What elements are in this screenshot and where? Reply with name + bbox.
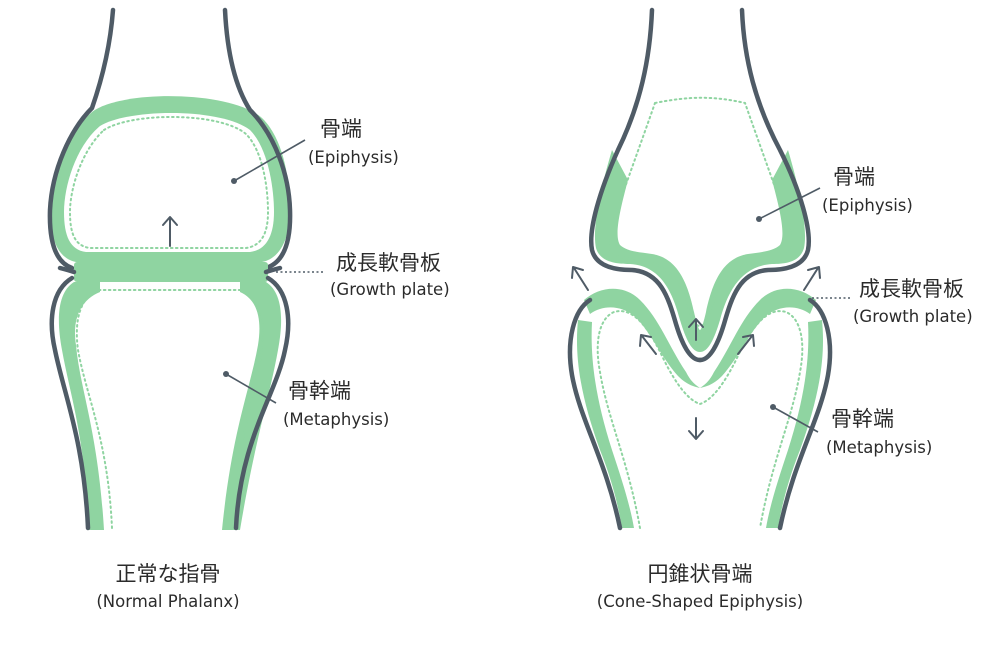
left-upper-outline-right — [222, 7, 293, 271]
right-arrow-diag-left — [639, 334, 657, 355]
left-epiphysis-leader — [233, 139, 306, 182]
left-growth-plate-label-jp: 成長軟骨板 — [336, 251, 441, 275]
right-growth-plate-label-en: (Growth plate) — [853, 307, 973, 326]
left-growth-plate-label-en: (Growth plate) — [330, 280, 450, 299]
right-upper-outline-left — [589, 7, 703, 363]
left-epiphysis-label-jp: 骨端 — [320, 117, 362, 141]
left-joint-notch-left — [57, 265, 77, 275]
right-lower-outline-right — [777, 297, 833, 531]
right-epiphysis-label-jp: 骨端 — [833, 165, 875, 189]
right-metaphysis-leader — [772, 406, 819, 433]
normal-phalanx: 骨端 (Epiphysis) 成長軟骨板 (Growth plate) 骨幹端 … — [47, 7, 450, 611]
right-metaphysis-label-jp: 骨幹端 — [831, 407, 894, 431]
right-upper-cartilage — [594, 150, 806, 352]
left-lower-outline-left — [49, 275, 91, 531]
cone-shaped-epiphysis: 骨端 (Epiphysis) 成長軟骨板 (Growth plate) 骨幹端 … — [567, 7, 973, 611]
left-metaphysis-cartilage-left — [58, 282, 104, 530]
left-epiphysis-dotted — [68, 115, 270, 249]
right-growth-plate-left — [584, 288, 700, 388]
right-metaphysis-cartilage-right — [766, 320, 824, 528]
left-growth-arrow-up — [162, 216, 178, 247]
left-joint-notch-right — [263, 265, 283, 275]
right-caption-jp: 円錐状骨端 — [648, 562, 753, 586]
right-lower-outline-left — [567, 297, 623, 531]
right-epiphysis-label-en: (Epiphysis) — [822, 196, 913, 215]
left-metaphysis-cartilage-right — [222, 282, 282, 530]
right-arrow-down-center — [688, 417, 704, 440]
left-caption-jp: 正常な指骨 — [116, 562, 221, 586]
right-growth-plate-right — [700, 288, 816, 388]
right-arrow-up-right-outer — [803, 266, 821, 291]
right-metaphysis-cartilage-left — [576, 320, 634, 528]
right-upper-outline-right — [697, 7, 811, 363]
left-metaphysis-label-en: (Metaphysis) — [283, 410, 389, 429]
right-arrow-diag-right — [737, 334, 755, 355]
left-metaphysis-label-jp: 骨幹端 — [288, 379, 351, 403]
right-epiphysis-leader — [758, 187, 821, 220]
left-upper-outline — [47, 7, 116, 271]
right-metaphysis-dotted — [596, 310, 804, 529]
right-metaphysis-label-en: (Metaphysis) — [826, 438, 932, 457]
left-lower-outline-right — [233, 275, 291, 531]
left-metaphysis-leader — [225, 373, 277, 404]
right-arrow-up-left-outer — [571, 266, 589, 291]
left-metaphysis-dotted — [75, 289, 265, 529]
left-growth-plate — [74, 262, 268, 282]
right-caption-en: (Cone-Shaped Epiphysis) — [597, 592, 803, 611]
right-epiphysis-dotted — [607, 96, 793, 328]
left-epiphysis-label-en: (Epiphysis) — [308, 148, 399, 167]
right-arrow-up-center — [688, 318, 704, 341]
left-epiphysis-core — [64, 112, 274, 252]
right-growth-plate-label-jp: 成長軟骨板 — [859, 277, 964, 301]
left-caption-en: (Normal Phalanx) — [96, 592, 239, 611]
